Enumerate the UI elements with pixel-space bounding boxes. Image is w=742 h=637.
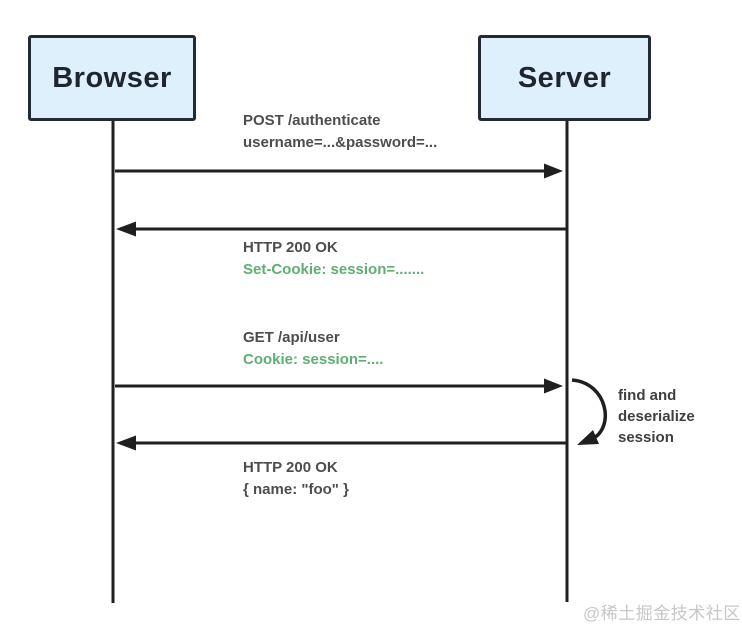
watermark: @稀土掘金技术社区 [583,604,741,623]
message-line: GET /api/user [243,329,340,346]
message-get-api-user: GET /api/user Cookie: session=.... [243,327,383,371]
left-arrowhead-icon [116,221,136,237]
message-line: HTTP 200 OK [243,239,338,256]
message-line: POST /authenticate [243,112,381,129]
loop-arrowhead-icon [577,430,599,445]
right-arrowhead-icon [544,163,563,179]
actor-box-server: Server [478,35,651,121]
session-loop-arrow [571,378,607,441]
right-arrowhead-icon [544,378,563,394]
message-api-response: HTTP 200 OK { name: "foo" } [243,457,349,501]
message-line: { name: "foo" } [243,481,349,498]
note-line: session [618,429,674,446]
note-line: find and [618,387,677,404]
message-line: username=...&password=... [243,134,438,151]
browser-label: Browser [52,61,172,94]
message-line: HTTP 200 OK [243,459,338,476]
session-note: find and deserialize session [618,385,695,448]
server-label: Server [517,61,612,94]
note-line: deserialize [618,408,695,425]
message-post-authenticate: POST /authenticate username=...&password… [243,110,437,154]
actor-box-browser: Browser [28,35,196,121]
cookie-line: Cookie: session=.... [243,351,384,368]
set-cookie-line: Set-Cookie: session=....... [243,261,425,278]
left-arrowhead-icon [116,435,136,451]
message-login-response: HTTP 200 OK Set-Cookie: session=....... [243,237,424,281]
